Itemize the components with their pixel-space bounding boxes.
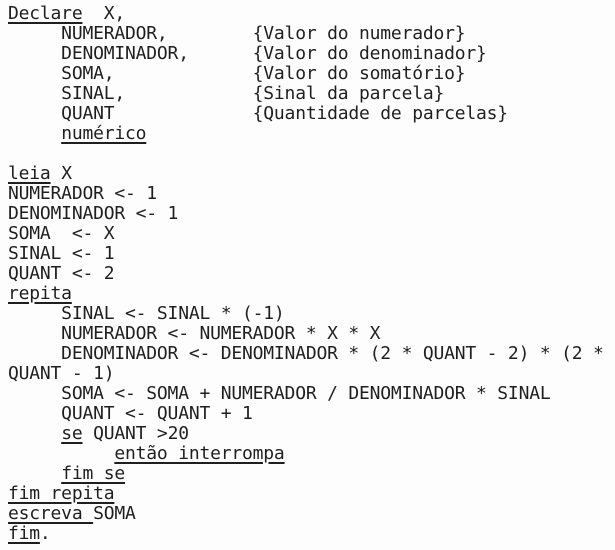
code-text <box>8 443 114 464</box>
code-text: DENOMINADOR <- DENOMINADOR * (2 * QUANT … <box>8 343 604 364</box>
code-line: QUANT - 1) <box>8 364 615 384</box>
code-keyword: fim se <box>61 463 126 484</box>
code-line: QUANT <- 2 <box>8 264 615 284</box>
code-line: NUMERADOR, {Valor do numerador} <box>8 24 615 44</box>
code-line: DENOMINADOR <- 1 <box>8 204 615 224</box>
code-text: QUANT {Quantidade de parcelas} <box>8 103 508 124</box>
code-line <box>8 144 615 164</box>
code-line: fim repita <box>8 484 615 504</box>
code-line: QUANT <- QUANT + 1 <box>8 404 615 424</box>
code-line: numérico <box>8 124 615 144</box>
code-text <box>8 463 61 484</box>
code-text: SOMA, {Valor do somatório} <box>8 63 466 84</box>
code-text: SOMA <box>93 503 136 524</box>
code-text: QUANT <- 2 <box>8 263 115 284</box>
code-text: DENOMINADOR, {Valor do denominador} <box>8 43 487 64</box>
code-line: escreva SOMA <box>8 504 615 524</box>
code-keyword: se <box>61 423 83 444</box>
code-line: QUANT {Quantidade de parcelas} <box>8 104 615 124</box>
code-line: leia X <box>8 164 615 184</box>
code-line: DENOMINADOR <- DENOMINADOR * (2 * QUANT … <box>8 344 615 364</box>
code-text: NUMERADOR <- 1 <box>8 183 157 204</box>
code-text: DENOMINADOR <- 1 <box>8 203 179 224</box>
code-line: se QUANT >20 <box>8 424 615 444</box>
code-line: então interrompa <box>8 444 615 464</box>
code-line: SOMA, {Valor do somatório} <box>8 64 615 84</box>
code-text: X, <box>82 3 126 24</box>
code-text: X <box>50 163 72 184</box>
code-text: . <box>39 523 51 544</box>
code-line: NUMERADOR <- 1 <box>8 184 615 204</box>
code-text <box>8 123 61 144</box>
code-text: SINAL, {Sinal da parcela} <box>8 83 445 104</box>
code-line: SOMA <- SOMA + NUMERADOR / DENOMINADOR *… <box>8 384 615 404</box>
code-line: Declare X, <box>8 4 615 24</box>
code-text: SOMA <- SOMA + NUMERADOR / DENOMINADOR *… <box>8 383 551 404</box>
code-line: fim. <box>8 524 615 544</box>
code-line: fim se <box>8 464 615 484</box>
pseudocode-listing: Declare X, NUMERADOR, {Valor do numerado… <box>8 4 615 544</box>
code-line: SINAL <- 1 <box>8 244 615 264</box>
code-keyword: Declare <box>8 3 83 24</box>
code-text: SOMA <- X <box>8 223 115 244</box>
code-keyword: repita <box>8 283 72 304</box>
code-keyword: fim repita <box>8 483 115 504</box>
code-line: repita <box>8 284 615 304</box>
code-keyword: escreva <box>8 503 94 524</box>
code-line: DENOMINADOR, {Valor do denominador} <box>8 44 615 64</box>
code-line: SINAL, {Sinal da parcela} <box>8 84 615 104</box>
code-text: SINAL <- SINAL * (-1) <box>8 303 285 324</box>
code-text: NUMERADOR, {Valor do numerador} <box>8 23 466 44</box>
code-text: NUMERADOR <- NUMERADOR * X * X <box>8 323 381 344</box>
code-line: SINAL <- SINAL * (-1) <box>8 304 615 324</box>
code-keyword: então interrompa <box>114 443 285 464</box>
code-keyword: leia <box>8 163 51 184</box>
code-text: QUANT - 1) <box>8 363 115 384</box>
code-text: QUANT <- QUANT + 1 <box>8 403 253 424</box>
code-keyword: fim <box>8 523 40 544</box>
code-line: NUMERADOR <- NUMERADOR * X * X <box>8 324 615 344</box>
code-text: SINAL <- 1 <box>8 243 115 264</box>
code-text: QUANT >20 <box>82 423 189 444</box>
code-keyword: numérico <box>61 123 147 144</box>
code-line: SOMA <- X <box>8 224 615 244</box>
code-text <box>8 423 61 444</box>
